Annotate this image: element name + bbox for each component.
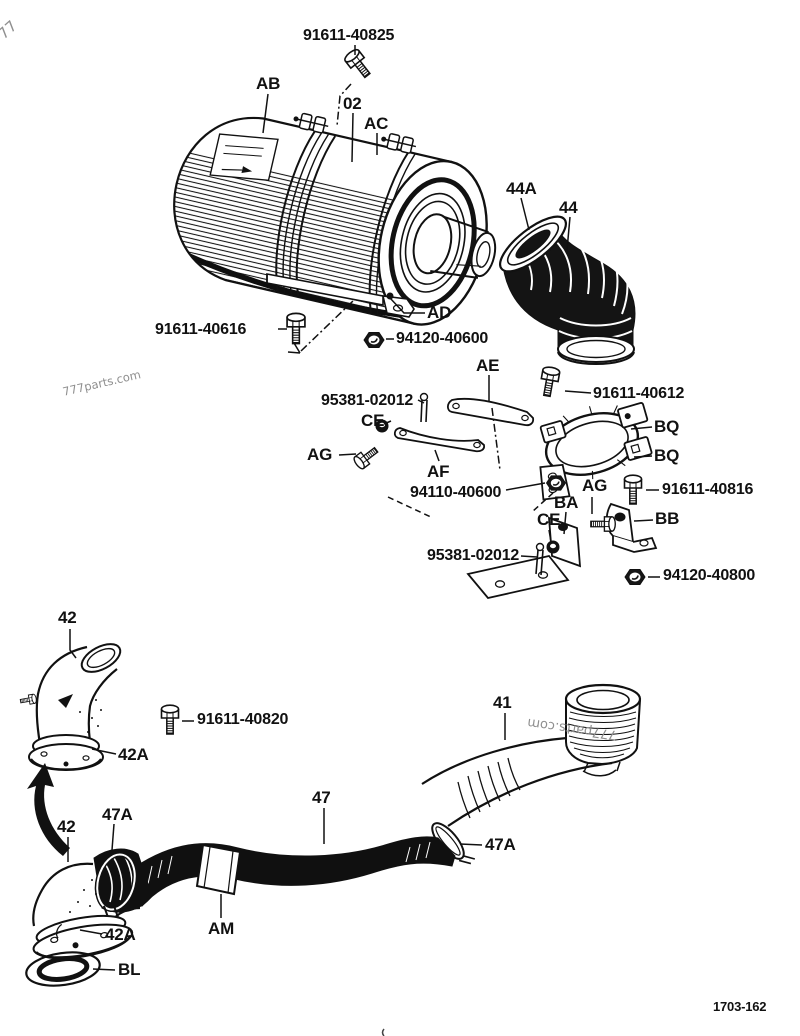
part-label-95381-02012-b: 95381-02012 xyxy=(427,547,520,564)
air-cleaner-canister xyxy=(157,112,497,328)
hose-41 xyxy=(421,736,613,827)
callout-44a-top: 44A xyxy=(506,179,537,198)
callout-af: AF xyxy=(427,462,450,481)
part-label-94120-40800: 94120-40800 xyxy=(663,567,756,584)
part-label-91611-40616: 91611-40616 xyxy=(155,321,247,338)
callout-ba: BA xyxy=(554,493,579,512)
callout-am: AM xyxy=(208,919,235,938)
band-clamp-ac-icon xyxy=(381,133,417,154)
callout-ce-a: CE xyxy=(361,411,385,430)
callout-ag-b: AG xyxy=(582,476,608,495)
callout-ab: AB xyxy=(256,74,281,93)
callout-ac: AC xyxy=(364,114,389,133)
strap-af xyxy=(393,427,486,453)
stipple-shading xyxy=(79,699,102,733)
callout-47a-left: 47A xyxy=(102,805,133,824)
band-clamp-ab-icon xyxy=(293,112,329,134)
callout-ae: AE xyxy=(476,356,500,375)
nut-94120-40600-icon xyxy=(363,331,385,349)
callout-41: 41 xyxy=(493,693,512,712)
stipple-shading-lower xyxy=(69,879,97,913)
hose-47 xyxy=(127,836,456,907)
strap-ae xyxy=(446,397,535,427)
bolt-91611-40616-icon xyxy=(286,312,306,345)
hose-clamp-screw-icon xyxy=(19,693,38,707)
callout-bq-2: BQ xyxy=(654,446,680,465)
bracket-bb xyxy=(605,502,658,553)
leader-lines xyxy=(67,45,660,971)
elbow-44-opening xyxy=(499,215,567,273)
bolt-ag-a-icon xyxy=(351,443,382,472)
bolt-91611-40816-icon xyxy=(623,474,643,505)
callout-bl: BL xyxy=(118,960,141,979)
callout-bq-1: BQ xyxy=(654,417,680,436)
bracket-ba xyxy=(466,516,582,599)
part-label-95381-02012-a: 95381-02012 xyxy=(321,392,414,409)
part-label-91611-40816: 91611-40816 xyxy=(662,481,754,498)
callout-42a-lower: 42A xyxy=(105,925,136,944)
callout-ag-a: AG xyxy=(307,445,333,464)
part-label-91611-40825: 91611-40825 xyxy=(303,27,395,44)
bolt-91611-40612-icon xyxy=(537,365,562,399)
elbow-44-flange xyxy=(557,335,635,365)
part-label-94120-40600: 94120-40600 xyxy=(396,330,489,347)
pin-95381-b xyxy=(535,542,545,576)
callout-42-upper: 42 xyxy=(58,608,77,627)
callout-bb: BB xyxy=(655,509,680,528)
cropped-character xyxy=(381,1028,385,1036)
figure-number: 1703-162 xyxy=(713,999,767,1014)
intake-elbow-44 xyxy=(499,215,636,365)
nut-94120-40800-icon xyxy=(624,568,646,586)
elbow-42-upper-flange xyxy=(28,734,104,771)
connector-41-end xyxy=(564,683,642,777)
hose-stub-corrugated xyxy=(93,848,153,921)
elbow-42-upper xyxy=(19,643,122,771)
part-label-91611-40612: 91611-40612 xyxy=(593,385,685,402)
direction-arrow xyxy=(27,763,70,856)
callout-ad: AD xyxy=(427,303,452,322)
part-label-94110-40600: 94110-40600 xyxy=(410,484,502,501)
nut-94110-40600-icon xyxy=(545,475,567,491)
gasket-bl xyxy=(25,951,101,987)
bolt-91611-40820-icon xyxy=(160,704,180,735)
callout-47a-right: 47A xyxy=(485,835,516,854)
callout-42-lower: 42 xyxy=(57,817,76,836)
bolt-ag-b-icon xyxy=(590,516,616,532)
callout-42a-upper: 42A xyxy=(118,745,149,764)
sleeve-am xyxy=(195,843,242,896)
callout-44: 44 xyxy=(559,198,578,217)
nut-ce-b xyxy=(546,540,560,554)
callout-47: 47 xyxy=(312,788,331,807)
part-label-91611-40820: 91611-40820 xyxy=(197,711,289,728)
callout-02: 02 xyxy=(343,94,362,113)
pin-95381-a xyxy=(419,392,429,423)
callout-ce-b: CE xyxy=(537,510,561,529)
bolt-91611-40825-icon xyxy=(342,46,375,82)
